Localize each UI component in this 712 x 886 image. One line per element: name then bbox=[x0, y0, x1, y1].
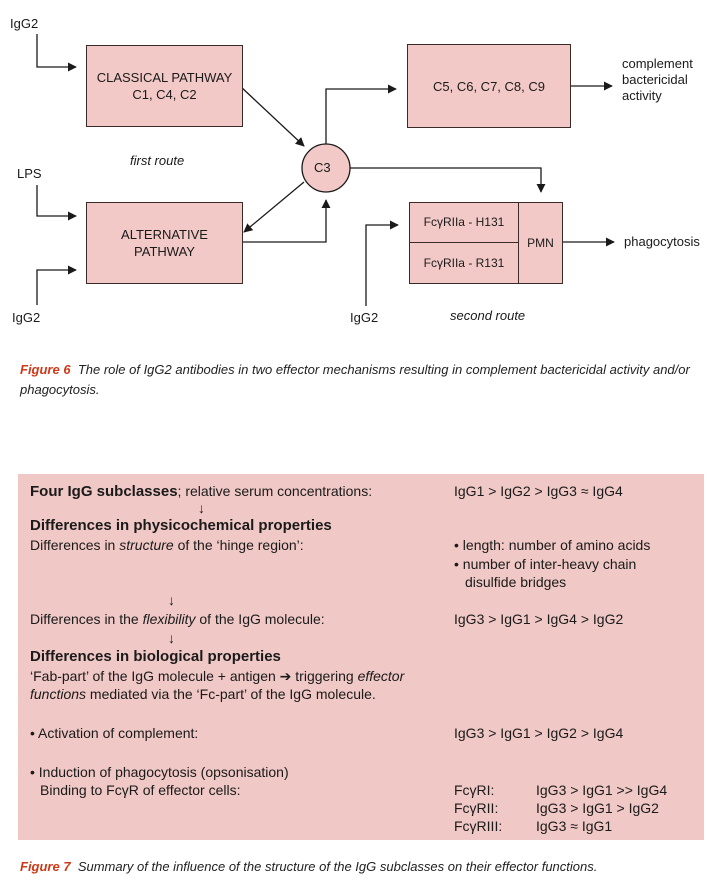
figure7-caption: Figure 7 Summary of the influence of the… bbox=[20, 857, 706, 877]
fcr-order-1: IgG3 > IgG1 >> IgG4 bbox=[536, 782, 668, 798]
figure6-number: Figure 6 bbox=[20, 362, 71, 377]
arrow-igg2-to-alternative bbox=[36, 265, 77, 305]
pmn-box: PMN bbox=[518, 202, 563, 284]
alternative-pathway-text: ALTERNATIVE PATHWAY bbox=[121, 227, 208, 259]
c3-circle-shape bbox=[301, 143, 351, 193]
fcr-receptor-2: FcγRII: bbox=[454, 800, 499, 816]
figure6-caption-text: The role of IgG2 antibodies in two effec… bbox=[20, 362, 690, 397]
four-subclasses-bold: Four IgG subclasses bbox=[30, 483, 178, 500]
fc-h131-box: FcγRIIa - H131 bbox=[409, 202, 519, 243]
flex-post: of the IgG molecule: bbox=[195, 611, 325, 627]
hinge-pre: Differences in bbox=[30, 537, 120, 553]
fcr-receptor-3: FcγRIII: bbox=[454, 818, 503, 834]
phagocytosis-output-label: phagocytosis bbox=[624, 234, 700, 249]
arrow-lps-to-alternative bbox=[36, 185, 77, 221]
fcr-receptor-1: FcγRI: bbox=[454, 782, 495, 798]
bullet-length: • length: number of amino acids bbox=[454, 537, 651, 553]
figure7-caption-text: Summary of the influence of the structur… bbox=[77, 859, 598, 874]
arrow-classical-to-c3 bbox=[239, 85, 305, 147]
fcr-order-2: IgG3 > IgG1 > IgG2 bbox=[536, 800, 659, 816]
igg2-bottom-label: IgG2 bbox=[12, 310, 41, 325]
c5-c9-text: C5, C6, C7, C8, C9 bbox=[433, 78, 545, 94]
fab-line-1: ‘Fab-part’ of the IgG molecule + antigen… bbox=[30, 667, 404, 685]
serum-concentrations-text: ; relative serum concentrations: bbox=[177, 483, 373, 499]
fab-ital: effector bbox=[357, 668, 405, 684]
flexibility-row: Differences in the flexibility of the Ig… bbox=[30, 610, 325, 628]
figure7-summary-panel: Four IgG subclasses; relative serum conc… bbox=[18, 474, 704, 840]
arrow-c3-to-pmn bbox=[348, 167, 546, 193]
row-subclasses-right: IgG1 > IgG2 > IgG3 ≈ IgG4 bbox=[454, 483, 623, 499]
down-arrow-1: ↓ bbox=[198, 500, 205, 516]
figure6-caption: Figure 6 The role of IgG2 antibodies in … bbox=[20, 360, 700, 400]
alternative-pathway-box: ALTERNATIVE PATHWAY bbox=[86, 202, 243, 284]
classical-pathway-text: CLASSICAL PATHWAY C1, C4, C2 bbox=[96, 70, 233, 102]
fab-line-2: functions mediated via the ‘Fc-part’ of … bbox=[30, 685, 376, 703]
pmn-text: PMN bbox=[527, 235, 554, 250]
hinge-ital: structure bbox=[119, 537, 174, 553]
fab2-post: mediated via the ‘Fc-part’ of the IgG mo… bbox=[86, 686, 376, 702]
hinge-region-row: Differences in structure of the ‘hinge r… bbox=[30, 536, 304, 554]
c5-c9-box: C5, C6, C7, C8, C9 bbox=[407, 44, 571, 128]
hinge-post: of the ‘hinge region’: bbox=[173, 537, 304, 553]
fab-pre: ‘Fab-part’ of the IgG molecule + antigen… bbox=[30, 668, 358, 684]
figure6-connectors bbox=[36, 34, 615, 306]
igg2-top-label: IgG2 bbox=[10, 16, 39, 31]
fab2-ital: functions bbox=[30, 686, 87, 702]
activation-complement-left: • Activation of complement: bbox=[30, 725, 199, 741]
down-arrow-2: ↓ bbox=[168, 592, 175, 608]
arrow-igg2-to-classical bbox=[36, 34, 77, 72]
arrow-alternative-to-c3 bbox=[242, 199, 331, 243]
activation-complement-order: IgG3 > IgG1 > IgG2 > IgG4 bbox=[454, 725, 624, 741]
bullet-number: • number of inter-heavy chain bbox=[454, 556, 637, 572]
c3-label: C3 bbox=[314, 160, 331, 175]
figure7-number: Figure 7 bbox=[20, 859, 71, 874]
igg2-mid-label: IgG2 bbox=[350, 310, 379, 325]
biological-heading: Differences in biological properties bbox=[30, 648, 281, 665]
fcr-order-3: IgG3 ≈ IgG1 bbox=[536, 818, 613, 834]
phagocytosis-left-1: • Induction of phagocytosis (opsonisatio… bbox=[30, 764, 289, 780]
complement-output-label: complement bactericidal activity bbox=[622, 56, 693, 103]
first-route-label: first route bbox=[130, 153, 185, 168]
classical-pathway-box: CLASSICAL PATHWAY C1, C4, C2 bbox=[86, 45, 243, 127]
arrow-c3-to-alternative bbox=[243, 181, 305, 233]
flexibility-order: IgG3 > IgG1 > IgG4 > IgG2 bbox=[454, 611, 624, 627]
fc-h131-text: FcγRIIa - H131 bbox=[423, 215, 505, 229]
arrow-igg2-to-fc bbox=[365, 220, 399, 306]
arrow-c3-to-c5c9 bbox=[325, 84, 397, 144]
flex-ital: flexibility bbox=[142, 611, 196, 627]
bullet-number-cont: disulfide bridges bbox=[465, 574, 567, 590]
row-subclasses-left: Four IgG subclasses; relative serum conc… bbox=[30, 482, 372, 501]
second-route-label: second route bbox=[450, 308, 526, 323]
down-arrow-3: ↓ bbox=[168, 630, 175, 646]
fc-r131-box: FcγRIIa - R131 bbox=[409, 242, 519, 284]
lps-label: LPS bbox=[17, 166, 42, 181]
phagocytosis-left-2: Binding to FcγR of effector cells: bbox=[40, 782, 241, 798]
physicochemical-heading: Differences in physicochemical propertie… bbox=[30, 517, 332, 534]
fc-r131-text: FcγRIIa - R131 bbox=[423, 255, 505, 270]
flex-pre: Differences in the bbox=[30, 611, 143, 627]
